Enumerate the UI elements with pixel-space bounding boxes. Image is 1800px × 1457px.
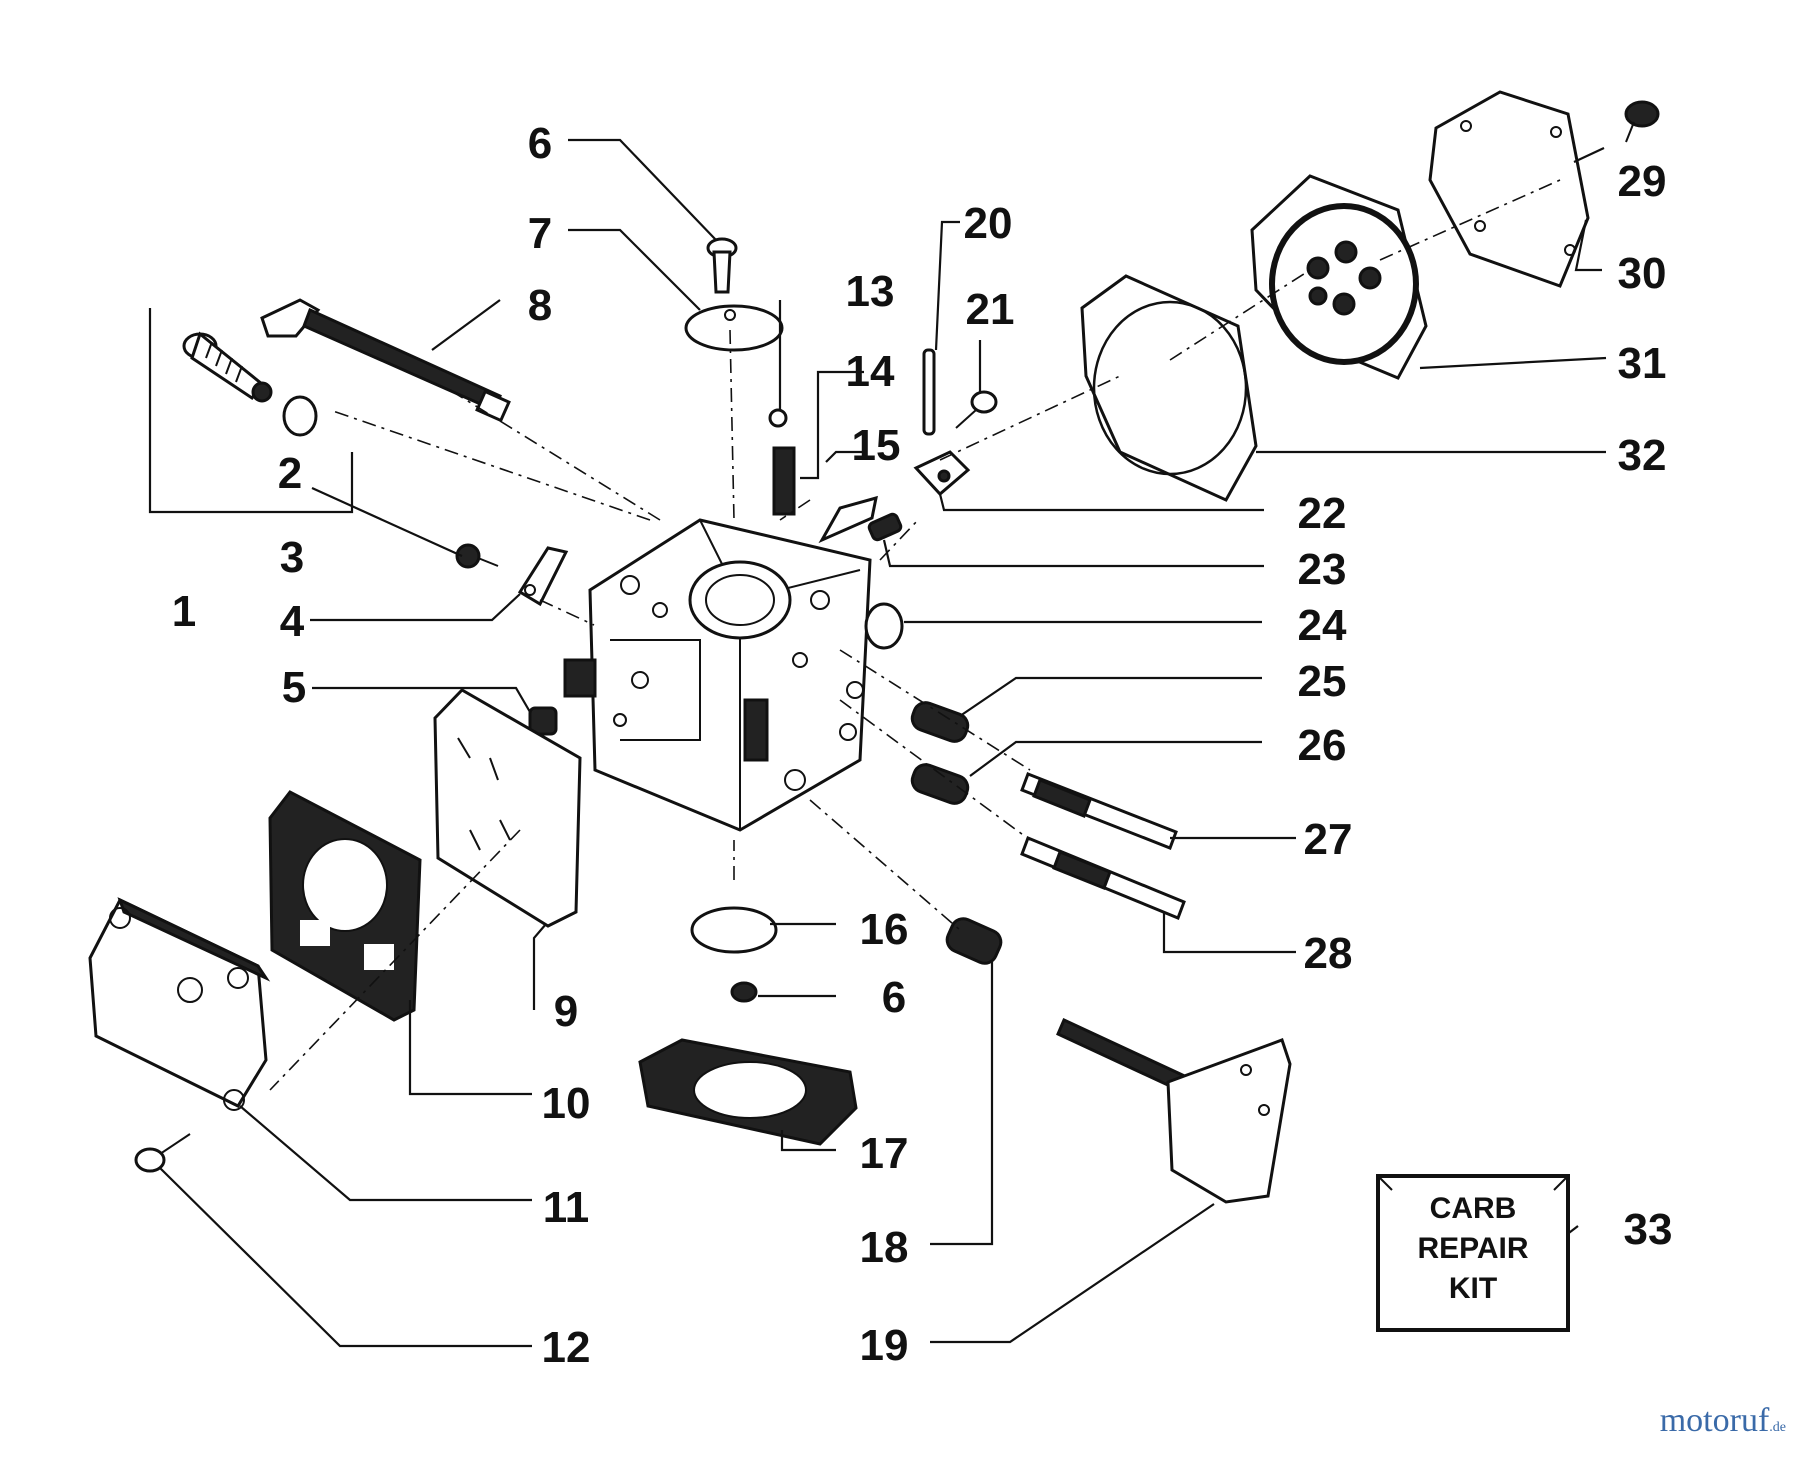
part-11-pump-cover — [88, 897, 271, 1111]
callout-14: 14 — [846, 347, 895, 396]
callout-20: 20 — [964, 199, 1013, 248]
callout-11: 11 — [543, 1183, 590, 1232]
callout-29: 29 — [1618, 157, 1667, 206]
callout-5: 5 — [282, 663, 306, 712]
part-6-bottom-screw — [730, 981, 758, 1003]
watermark-tld: .de — [1769, 1420, 1786, 1435]
part-6-top-screw — [706, 237, 738, 294]
kit-line-1: CARB — [1430, 1192, 1517, 1225]
callout-32: 32 — [1618, 431, 1667, 480]
part-29-screw — [1624, 100, 1660, 143]
part-28-needle — [1020, 836, 1186, 920]
part-24-plug — [864, 602, 904, 650]
part-15-needle — [818, 495, 878, 544]
leader-lines — [148, 138, 1607, 1348]
callout-16: 16 — [860, 905, 909, 954]
watermark: motoruf.de — [1660, 1402, 1786, 1440]
part-10-gasket — [268, 790, 422, 1022]
part-4-lever — [517, 546, 569, 607]
kit-line-3: KIT — [1449, 1272, 1497, 1305]
part-1-idle-screw — [182, 331, 273, 403]
callout-30: 30 — [1618, 249, 1667, 298]
callout-24: 24 — [1298, 601, 1347, 650]
part-20-pin — [922, 348, 936, 436]
callout-3: 3 — [280, 533, 304, 582]
part-19-choke-shaft — [1056, 1017, 1292, 1204]
part-30-cover — [1428, 90, 1590, 288]
part-21-screw — [955, 390, 998, 429]
callout-2: 2 — [278, 449, 302, 498]
callout-10: 10 — [542, 1079, 591, 1128]
part-5-spring — [528, 706, 558, 736]
callout-15: 15 — [852, 421, 901, 470]
part-8-shaft — [260, 298, 511, 423]
part-18-spring — [945, 917, 1003, 965]
callout-6-bottom: 6 — [882, 973, 906, 1022]
callout-7: 7 — [528, 209, 552, 258]
callout-28: 28 — [1304, 929, 1353, 978]
part-12-screw — [134, 1133, 191, 1173]
callout-6-top: 6 — [528, 119, 552, 168]
part-3-screw — [455, 543, 499, 569]
callout-31: 31 — [1618, 339, 1667, 388]
callout-17: 17 — [860, 1129, 909, 1178]
callout-21: 21 — [966, 285, 1015, 334]
callout-13: 13 — [846, 267, 895, 316]
part-17-gasket — [638, 1038, 858, 1146]
kit-line-2: REPAIR — [1417, 1232, 1528, 1265]
carb-repair-kit-box: CARB REPAIR KIT — [1376, 1174, 1570, 1332]
part-23-spring — [867, 512, 903, 542]
part-13-ball — [768, 408, 788, 428]
part-9-diaphragm — [433, 688, 582, 928]
part-27-needle — [1020, 772, 1178, 850]
part-7-disc — [684, 304, 784, 352]
callout-18: 18 — [860, 1223, 909, 1272]
watermark-brand: motoruf — [1659, 1402, 1770, 1439]
part-16-disc — [690, 906, 778, 954]
part-25-spring — [910, 701, 970, 743]
callout-4: 4 — [280, 597, 305, 646]
callout-1: 1 — [172, 587, 196, 636]
callout-27: 27 — [1304, 815, 1353, 864]
part-14-spring — [772, 446, 796, 516]
callout-23: 23 — [1298, 545, 1347, 594]
part-2-o-ring — [282, 395, 318, 437]
callout-26: 26 — [1298, 721, 1347, 770]
callout-12: 12 — [542, 1323, 591, 1372]
part-26-spring — [910, 763, 970, 805]
callout-19: 19 — [860, 1321, 909, 1370]
part-32-gasket — [1080, 274, 1258, 502]
callout-9: 9 — [554, 987, 578, 1036]
callout-22: 22 — [1298, 489, 1347, 538]
part-number-labels: 1 2 3 4 5 6 7 8 9 10 11 12 13 14 15 16 6… — [172, 119, 1673, 1372]
callout-8: 8 — [528, 281, 552, 330]
carburetor-body — [563, 518, 872, 832]
callout-33: 33 — [1624, 1205, 1673, 1254]
part-31-diaphragm — [1250, 174, 1428, 380]
callout-25: 25 — [1298, 657, 1347, 706]
part-22-lever — [913, 450, 971, 497]
